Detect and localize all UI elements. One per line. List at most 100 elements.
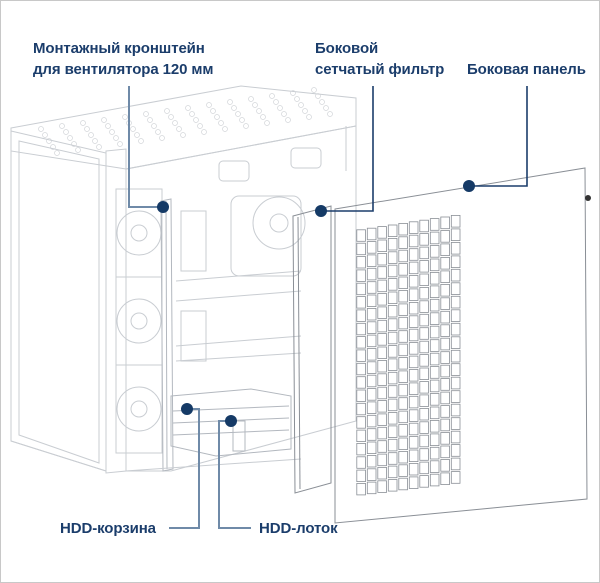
- mesh-cell: [387, 237, 398, 251]
- mesh-cell: [377, 266, 387, 279]
- mesh-cell: [366, 401, 377, 414]
- top-mesh-hole: [298, 102, 304, 108]
- mesh-cell: [377, 466, 387, 480]
- front-fan-2-hub: [130, 312, 148, 330]
- mesh-cell: [408, 395, 419, 409]
- mesh-cell: [429, 218, 440, 231]
- mesh-cell: [356, 282, 366, 296]
- top-mesh-hole: [80, 120, 86, 126]
- case-body: [10, 85, 357, 474]
- mesh-cell: [419, 260, 429, 273]
- mesh-cell: [356, 296, 366, 309]
- top-mesh-hole: [327, 111, 333, 117]
- mesh-cell: [398, 357, 408, 370]
- mesh-cell: [366, 481, 377, 495]
- mesh-cell: [356, 442, 366, 456]
- side-panel: [334, 167, 588, 524]
- mesh-cell: [387, 278, 398, 291]
- leader-hdd-cage: [169, 408, 200, 529]
- tray-line-1: [175, 270, 302, 282]
- callout-fan-bracket-line-1: Монтажный кронштейн: [33, 40, 205, 57]
- mesh-cell: [366, 267, 377, 281]
- top-mesh-hole: [172, 120, 178, 126]
- marker-side-mesh-filter: [315, 205, 327, 217]
- tray-line-3: [175, 335, 302, 347]
- mesh-cell: [440, 391, 450, 405]
- mesh-cell: [429, 339, 440, 352]
- mesh-cell: [366, 281, 377, 294]
- mesh-cell: [387, 318, 398, 331]
- callout-side-mesh-filter: Боковой сетчатый фильтр: [315, 38, 444, 80]
- mesh-cell: [429, 406, 440, 420]
- callout-hdd-cage-line-1: HDD-корзина: [60, 520, 156, 537]
- callout-hdd-cage: HDD-корзина: [60, 518, 156, 539]
- mesh-cell: [419, 421, 429, 434]
- top-mesh-hole: [277, 105, 283, 111]
- case-interior: [125, 125, 357, 472]
- mesh-cell: [366, 361, 377, 374]
- mesh-cell: [419, 461, 429, 475]
- top-mesh: [38, 87, 333, 156]
- callout-fan-bracket-line-2: для вентилятора 120 мм: [33, 61, 214, 78]
- mesh-cell: [398, 383, 408, 397]
- mesh-cell: [408, 476, 419, 489]
- mesh-cell: [429, 285, 440, 298]
- mesh-cell: [408, 409, 419, 422]
- mesh-cell: [356, 389, 366, 402]
- fan-frame-1: [115, 188, 163, 278]
- mesh-cell: [387, 264, 398, 278]
- top-mesh-hole: [264, 120, 270, 126]
- mesh-cell: [366, 348, 377, 361]
- callout-side-panel-line-1: Боковая панель: [467, 61, 586, 78]
- hdd-slot-3: [172, 429, 290, 436]
- mesh-cell: [398, 276, 408, 290]
- mesh-cell: [440, 337, 450, 351]
- cable-slot-2: [180, 310, 207, 362]
- callout-side-mesh-filter-line-1: Боковой: [315, 40, 379, 57]
- mesh-cell: [450, 268, 461, 282]
- mesh-cell: [366, 454, 377, 468]
- mesh-cell: [429, 352, 440, 366]
- mesh-cell: [450, 403, 461, 417]
- mesh-cell: [387, 251, 398, 264]
- top-mesh-hole: [63, 129, 69, 135]
- top-mesh-hole: [138, 138, 144, 144]
- top-mesh-hole: [201, 129, 207, 135]
- top-mesh-hole: [281, 111, 287, 117]
- mesh-cell: [366, 321, 377, 334]
- top-mesh-hole: [155, 129, 161, 135]
- top-mesh-hole: [222, 126, 228, 132]
- mesh-cell: [387, 425, 398, 438]
- top-mesh-hole: [180, 132, 186, 138]
- top-mesh-hole: [164, 108, 170, 114]
- top-mesh-hole: [294, 96, 300, 102]
- mesh-cell: [440, 432, 450, 445]
- mesh-cell: [450, 322, 461, 336]
- mesh-cell: [356, 456, 366, 469]
- mesh-cell: [440, 459, 450, 472]
- mesh-cell: [450, 457, 461, 471]
- mesh-cell: [398, 464, 408, 477]
- mesh-cell: [429, 433, 440, 446]
- mesh-cell: [387, 465, 398, 479]
- top-mesh-hole: [210, 108, 216, 114]
- callout-fan-bracket: Монтажный кронштейн для вентилятора 120 …: [33, 38, 214, 80]
- mesh-cell: [398, 397, 408, 410]
- mesh-cell: [377, 480, 387, 493]
- front-fan-2: [116, 298, 162, 344]
- top-mesh-hole: [256, 108, 262, 114]
- mesh-cell: [387, 331, 398, 345]
- mesh-cell: [387, 452, 398, 465]
- mesh-cell: [398, 370, 408, 383]
- mesh-cell: [356, 469, 366, 483]
- mesh-cell: [398, 289, 408, 303]
- front-fan-1: [116, 210, 162, 256]
- mesh-cell: [440, 351, 450, 364]
- mesh-cell: [398, 450, 408, 464]
- mesh-cell: [408, 382, 419, 395]
- mesh-cell: [408, 369, 419, 382]
- mesh-cell: [408, 342, 419, 355]
- mesh-cell: [366, 388, 377, 401]
- mesh-cell: [356, 269, 366, 282]
